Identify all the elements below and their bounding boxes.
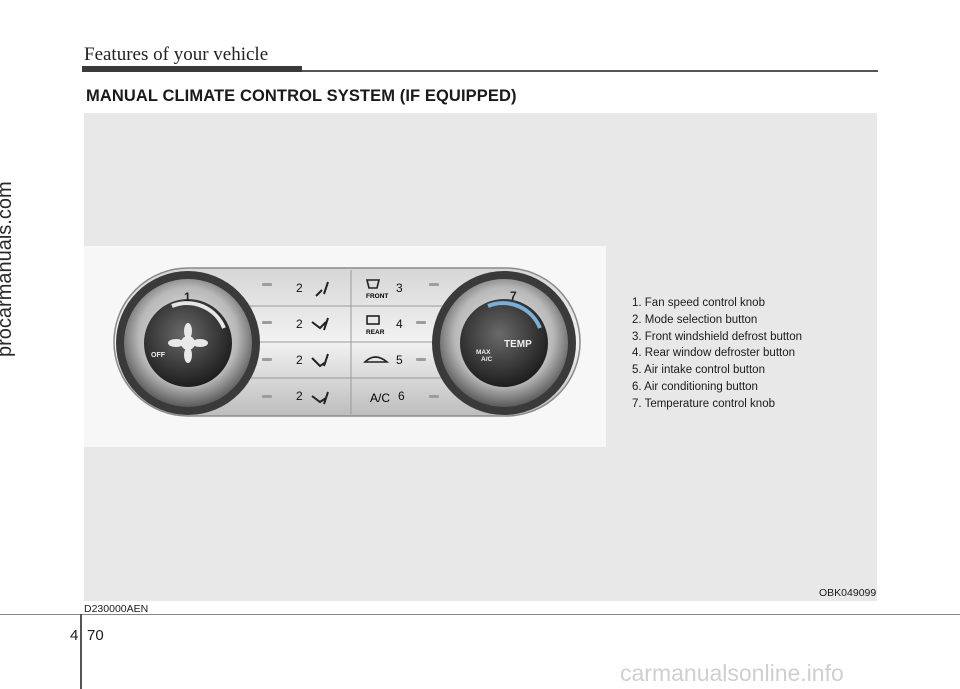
document-code: D230000AEN (84, 603, 149, 615)
running-header: Features of your vehicle (84, 44, 269, 65)
callout-5: 5 (396, 353, 403, 367)
header-rule-thin (302, 70, 878, 72)
off-label: OFF (151, 352, 166, 359)
legend-item: 3. Front windshield defrost button (632, 330, 803, 343)
legend-item: 7. Temperature control knob (632, 397, 775, 410)
section-title: MANUAL CLIMATE CONTROL SYSTEM (IF EQUIPP… (86, 87, 517, 105)
mode-bilevel-icon (311, 317, 329, 331)
callout-2: 2 (296, 353, 303, 367)
callout-4: 4 (396, 317, 403, 331)
max-ac-label: A/C (481, 356, 493, 363)
max-label: MAX (476, 349, 491, 356)
mode-floor-defrost-icon (311, 391, 329, 405)
temperature-knob: TEMP MAX A/C 7 (432, 271, 576, 415)
legend-list: 1. Fan speed control knob 2. Mode select… (632, 295, 802, 413)
fan-icon (181, 336, 195, 350)
legend-item: 6. Air conditioning button (632, 380, 758, 393)
rear-label: REAR (366, 329, 385, 336)
callout-2: 2 (296, 389, 303, 403)
callout-1: 1 (184, 290, 191, 304)
header-rule-thick (82, 66, 302, 72)
callout-7: 7 (510, 289, 517, 303)
temp-label: TEMP (504, 339, 532, 350)
legend-item: 5. Air intake control button (632, 364, 765, 377)
side-watermark: procarmanuals.com (0, 181, 16, 357)
legend-item: 4. Rear window defroster button (632, 347, 796, 360)
callout-2: 2 (296, 317, 303, 331)
climate-panel-illustration: FRONT REAR A/C 2 2 2 2 3 4 5 6 (113, 267, 581, 417)
legend-item: 2. Mode selection button (632, 313, 758, 326)
climate-panel-photo: FRONT REAR A/C 2 2 2 2 3 4 5 6 (84, 246, 606, 447)
callout-6: 6 (398, 389, 405, 403)
front-defrost-icon (365, 279, 381, 289)
mode-face-icon (315, 281, 329, 297)
air-intake-icon (363, 356, 390, 363)
page-number-divider (80, 614, 82, 689)
page-section-number: 4 (70, 627, 79, 644)
legend-item: 1. Fan speed control knob (632, 297, 765, 309)
callout-3: 3 (396, 281, 403, 295)
ac-button-label: A/C (370, 391, 390, 405)
footer-watermark: carmanualsonline.info (620, 660, 844, 686)
footer-rule (0, 614, 960, 615)
mode-floor-icon (311, 353, 329, 368)
rear-defrost-icon (366, 315, 380, 325)
fan-speed-knob: OFF 1 (116, 271, 260, 415)
page-number: 70 (87, 627, 104, 644)
figure-code: OBK049099 (819, 587, 877, 599)
front-label: FRONT (366, 293, 388, 300)
callout-2: 2 (296, 281, 303, 295)
